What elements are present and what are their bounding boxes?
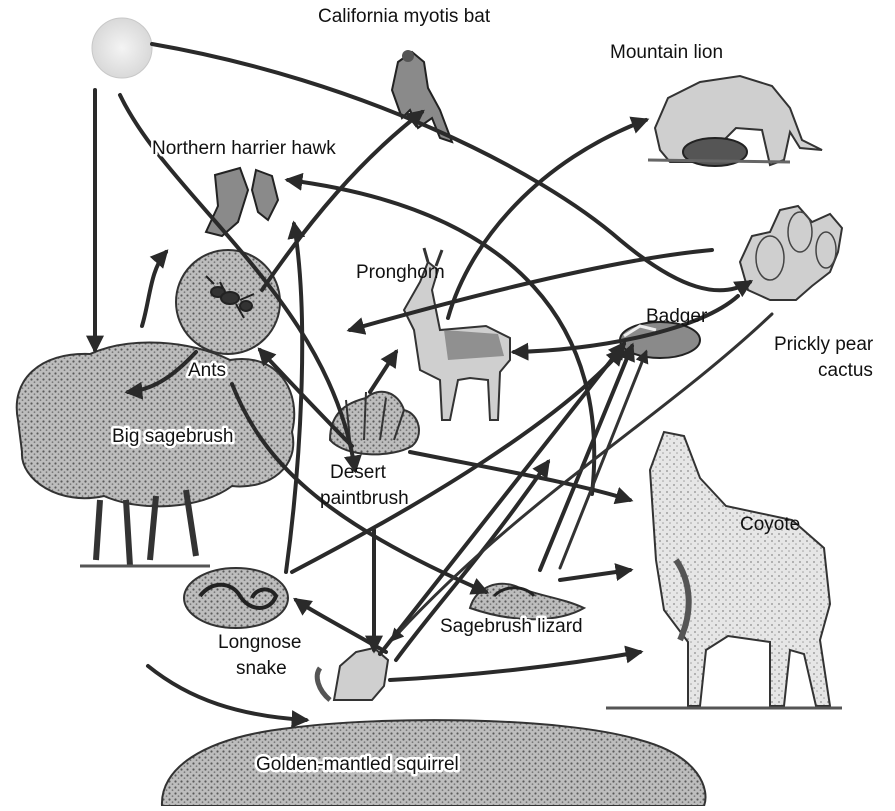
sagebrush-icon bbox=[17, 343, 295, 566]
label-ants: Ants bbox=[188, 360, 226, 381]
arrow-paintbrush-to-pronghorn bbox=[370, 352, 396, 392]
label-hawk: Northern harrier hawk bbox=[152, 138, 336, 159]
label-cactus-line2: cactus bbox=[818, 360, 873, 381]
label-pronghorn: Pronghorn bbox=[356, 262, 445, 283]
mountain-lion-icon bbox=[648, 76, 822, 166]
label-mountain-lion: Mountain lion bbox=[610, 42, 723, 63]
label-paintbrush-line2: paintbrush bbox=[320, 488, 409, 509]
label-paintbrush-line1: Desert bbox=[330, 462, 387, 483]
label-snake-line1: Longnose bbox=[218, 632, 301, 653]
label-coyote: Coyote bbox=[740, 514, 800, 535]
label-badger: Badger bbox=[646, 306, 708, 327]
arrow-sagebrush-to-ants bbox=[142, 252, 166, 326]
snake-icon bbox=[184, 568, 288, 628]
arrow-squirrel-to-coyote bbox=[390, 652, 640, 680]
ants-icon bbox=[176, 250, 280, 354]
label-snake-line2: snake bbox=[236, 658, 287, 679]
label-sagebrush: Big sagebrush bbox=[112, 426, 233, 447]
label-lizard: Sagebrush lizard bbox=[440, 616, 583, 637]
sun-icon bbox=[92, 18, 152, 78]
arrow-lizard-to-coyote bbox=[560, 570, 630, 580]
label-squirrel: Golden-mantled squirrel bbox=[256, 754, 459, 775]
lizard-icon bbox=[470, 584, 584, 620]
arrow-lizard-to-badger-2 bbox=[560, 352, 646, 568]
label-cactus-line1: Prickly pear bbox=[774, 334, 874, 355]
cactus-icon bbox=[740, 206, 842, 300]
coyote-icon bbox=[606, 432, 842, 708]
label-bat: California myotis bat bbox=[318, 6, 491, 27]
